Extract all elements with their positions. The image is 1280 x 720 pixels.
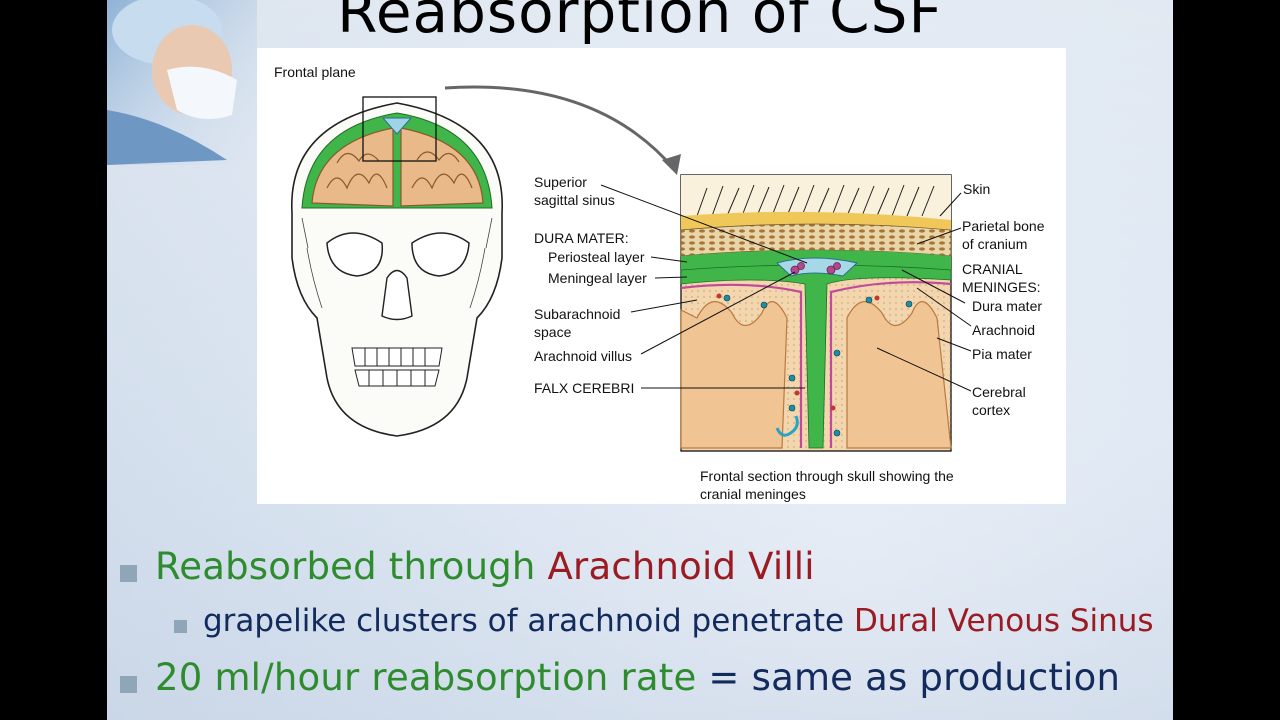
meninges-illustration [291,85,972,452]
label-meningeal-layer: Meningeal layer [548,270,647,286]
bullet-rate-equal: = same as production [696,656,1121,699]
bullet-rate: 20 ml/hour reabsorption rate = same as p… [155,656,1120,699]
skull-drawing [291,96,503,437]
meninges-detail [680,174,952,452]
meninges-figure: Frontal plane Superior sagittal sinus DU… [257,48,1066,504]
bullet-rate-text: 20 ml/hour reabsorption rate [155,656,697,699]
label-falx-cerebri: FALX CEREBRI [534,380,635,396]
slide: Reabsorption of CSF [107,0,1173,720]
label-subarachnoid-space-2: space [534,324,572,340]
sub-bullet-dural-venous-sinus: Dural Venous Sinus [853,603,1154,639]
figure-caption-line2: cranial meninges [700,486,806,502]
sub-bullet-grapelike: grapelike clusters of arachnoid penetrat… [203,603,1154,639]
label-cerebral-cortex-2: cortex [972,402,1011,418]
label-superior-sagittal-sinus-2: sagittal sinus [534,192,615,208]
surgeon-photo [107,0,257,165]
sub-bullet-grapelike-text: grapelike clusters of arachnoid penetrat… [203,603,854,639]
label-cerebral-cortex-1: Cerebral [972,384,1026,400]
label-dura-mater-heading: DURA MATER: [534,230,629,246]
label-pia-mater: Pia mater [972,346,1032,362]
label-cranial-meninges-2: MENINGES: [962,279,1041,295]
sub-bullet-square-icon [174,620,187,633]
label-skin: Skin [963,181,991,197]
bullet-square-icon [120,565,137,582]
label-frontal-plane: Frontal plane [274,64,356,80]
label-arachnoid: Arachnoid [972,322,1036,338]
figure-caption-line1: Frontal section through skull showing th… [700,468,954,484]
label-parietal-bone-2: of cranium [962,236,1028,252]
bullet-arachnoid-villi: Arachnoid Villi [547,545,815,588]
label-parietal-bone-1: Parietal bone [962,218,1045,234]
label-periosteal-layer: Periosteal layer [548,249,645,265]
bullet-reabsorbed: Reabsorbed through Arachnoid Villi [155,545,815,588]
label-subarachnoid-space-1: Subarachnoid [534,306,621,322]
bullet-reabsorbed-text: Reabsorbed through [155,545,548,588]
label-arachnoid-villus: Arachnoid villus [534,348,633,364]
label-cranial-meninges-1: CRANIAL [962,261,1023,277]
label-dura-mater: Dura mater [972,298,1043,314]
label-superior-sagittal-sinus-1: Superior [534,174,587,190]
slide-title: Reabsorption of CSF [337,0,943,46]
bullet-square-icon-2 [120,676,137,693]
